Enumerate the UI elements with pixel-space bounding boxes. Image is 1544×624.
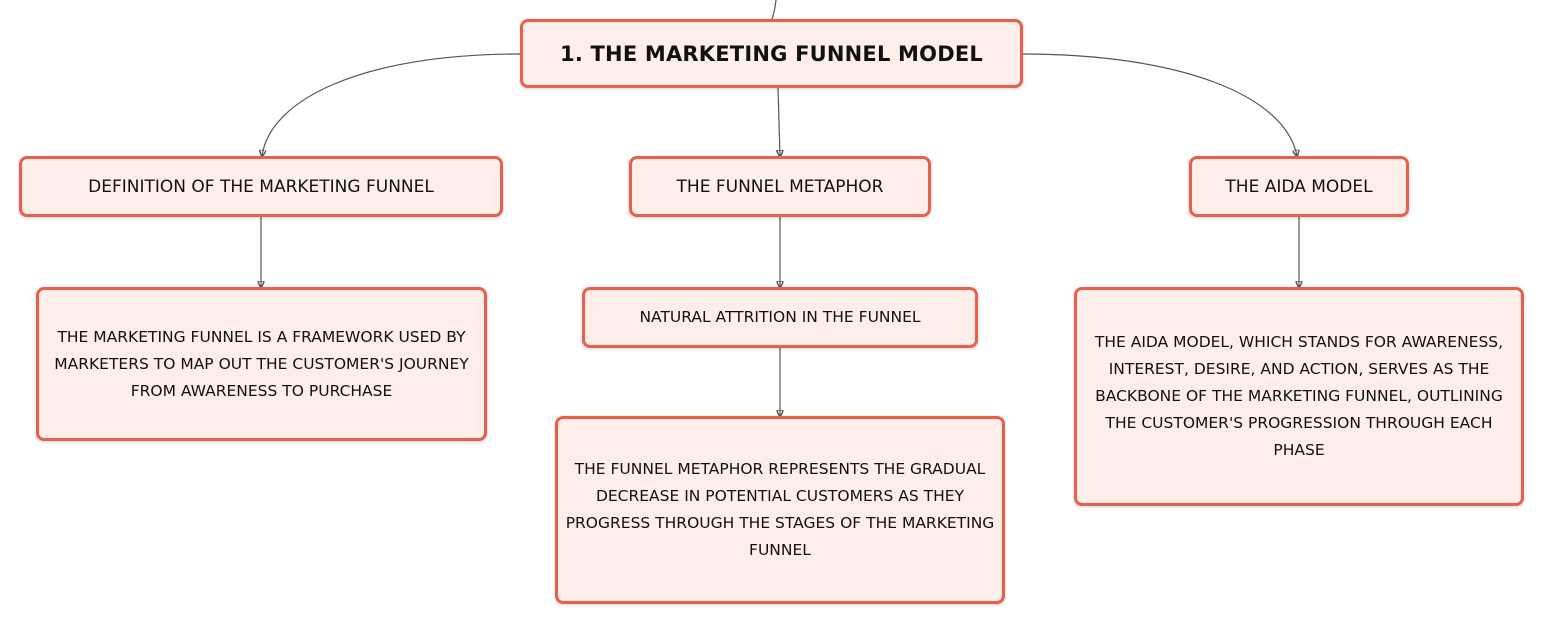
connector-from-parent (771, 0, 777, 20)
detail-node-metaphor-text: THE FUNNEL METAPHOR REPRESENTS THE GRADU… (565, 460, 995, 559)
topic-node-definition-label: DEFINITION OF THE MARKETING FUNNEL (88, 176, 434, 197)
detail-node-definition[interactable]: THE MARKETING FUNNEL IS A FRAMEWORK USED… (36, 287, 487, 441)
detail-node-metaphor[interactable]: THE FUNNEL METAPHOR REPRESENTS THE GRADU… (555, 416, 1005, 604)
topic-node-aida[interactable]: THE AIDA MODEL (1189, 156, 1409, 217)
root-node-label: 1. THE MARKETING FUNNEL MODEL (560, 41, 983, 66)
connector-root-to-aida (1021, 53, 1297, 156)
root-node[interactable]: 1. THE MARKETING FUNNEL MODEL (520, 19, 1023, 88)
topic-node-metaphor-label: THE FUNNEL METAPHOR (676, 176, 884, 197)
connector-root-to-metaphor (778, 87, 780, 156)
topic-node-definition[interactable]: DEFINITION OF THE MARKETING FUNNEL (19, 156, 503, 217)
detail-node-aida-text: THE AIDA MODEL, WHICH STANDS FOR AWARENE… (1094, 333, 1504, 459)
topic-node-metaphor[interactable]: THE FUNNEL METAPHOR (629, 156, 931, 217)
detail-node-aida[interactable]: THE AIDA MODEL, WHICH STANDS FOR AWARENE… (1074, 287, 1524, 506)
detail-node-definition-text: THE MARKETING FUNNEL IS A FRAMEWORK USED… (54, 327, 469, 400)
detail-node-attrition-label: NATURAL ATTRITION IN THE FUNNEL (639, 308, 921, 326)
detail-node-attrition[interactable]: NATURAL ATTRITION IN THE FUNNEL (582, 287, 978, 348)
connector-root-to-definition (262, 53, 522, 156)
topic-node-aida-label: THE AIDA MODEL (1225, 176, 1373, 197)
